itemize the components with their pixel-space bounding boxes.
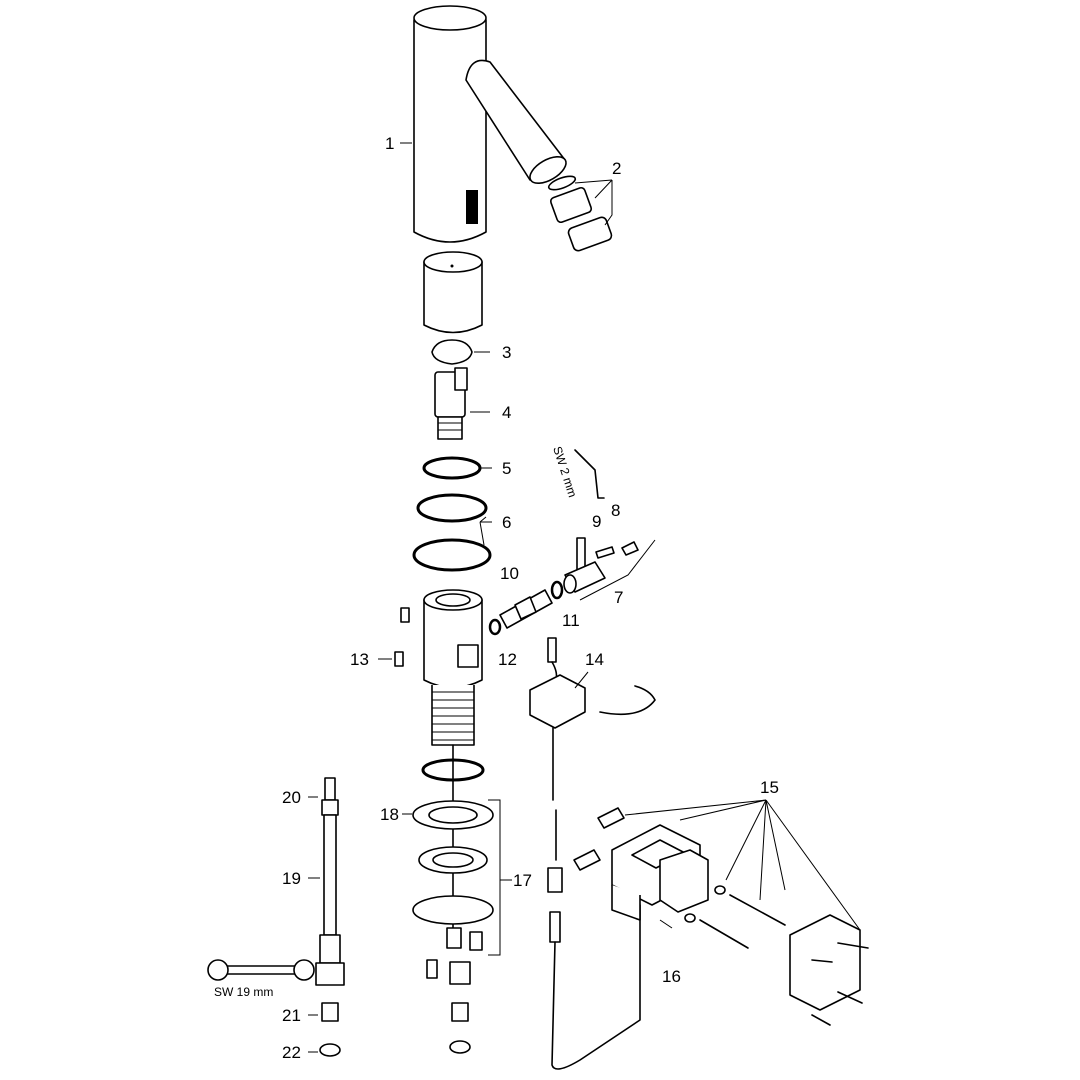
part-6-o-ring: [416, 493, 488, 523]
part-13-screw: [394, 651, 404, 667]
part-10-cartridge: [499, 589, 553, 629]
part-6-o-ring-2: [412, 538, 492, 572]
wrench-tool: [207, 959, 315, 981]
label-12: 12: [498, 650, 517, 669]
part-1-faucet-body: [413, 5, 567, 243]
label-11: 11: [562, 611, 580, 630]
label-16: 16: [662, 967, 681, 986]
part-11-washer: [550, 580, 564, 600]
label-1: 1: [385, 134, 394, 153]
part-4-solenoid-valve: [434, 367, 490, 440]
part-17-plate: [412, 895, 494, 925]
part-labels: 1 2 3 4 5 6 7 8 9 10 11 12 13 14 15 16 1…: [282, 134, 779, 1062]
label-7: 7: [614, 588, 623, 607]
part-14-sensor-cable: [529, 637, 656, 1070]
label-14: 14: [585, 650, 604, 669]
part-5-o-ring: [422, 456, 482, 480]
part-15-battery-box: [573, 799, 869, 1026]
inlet-fittings: [426, 927, 483, 1054]
label-3: 3: [502, 343, 511, 362]
part-8-9-screws: [595, 541, 639, 559]
cover-cap: [423, 251, 483, 334]
part-21-filter: [321, 1002, 339, 1022]
hex-key-label: SW 2 mm: [550, 445, 580, 499]
label-22: 22: [282, 1043, 301, 1062]
label-17: 17: [513, 871, 532, 890]
label-13: 13: [350, 650, 369, 669]
label-10: 10: [500, 564, 519, 583]
label-21: 21: [282, 1006, 301, 1025]
hex-key-tool: [574, 449, 605, 499]
label-8: 8: [611, 501, 620, 520]
part-18-ring: [421, 758, 485, 782]
label-6: 6: [502, 513, 511, 532]
label-9: 9: [592, 512, 601, 531]
part-3-gasket: [431, 339, 473, 365]
part-2-aerator: [547, 175, 613, 252]
valve-housing: [400, 589, 483, 746]
wrench-label: SW 19 mm: [214, 985, 273, 999]
label-2: 2: [612, 159, 621, 178]
label-18: 18: [380, 805, 399, 824]
part-22-check-valve: [319, 1043, 341, 1057]
label-15: 15: [760, 778, 779, 797]
label-19: 19: [282, 869, 301, 888]
label-20: 20: [282, 788, 301, 807]
label-4: 4: [502, 403, 511, 422]
part-7-mixing-lever: [563, 537, 656, 601]
part-19-hose: [308, 777, 345, 986]
part-12-washer: [488, 618, 502, 636]
label-5: 5: [502, 459, 511, 478]
